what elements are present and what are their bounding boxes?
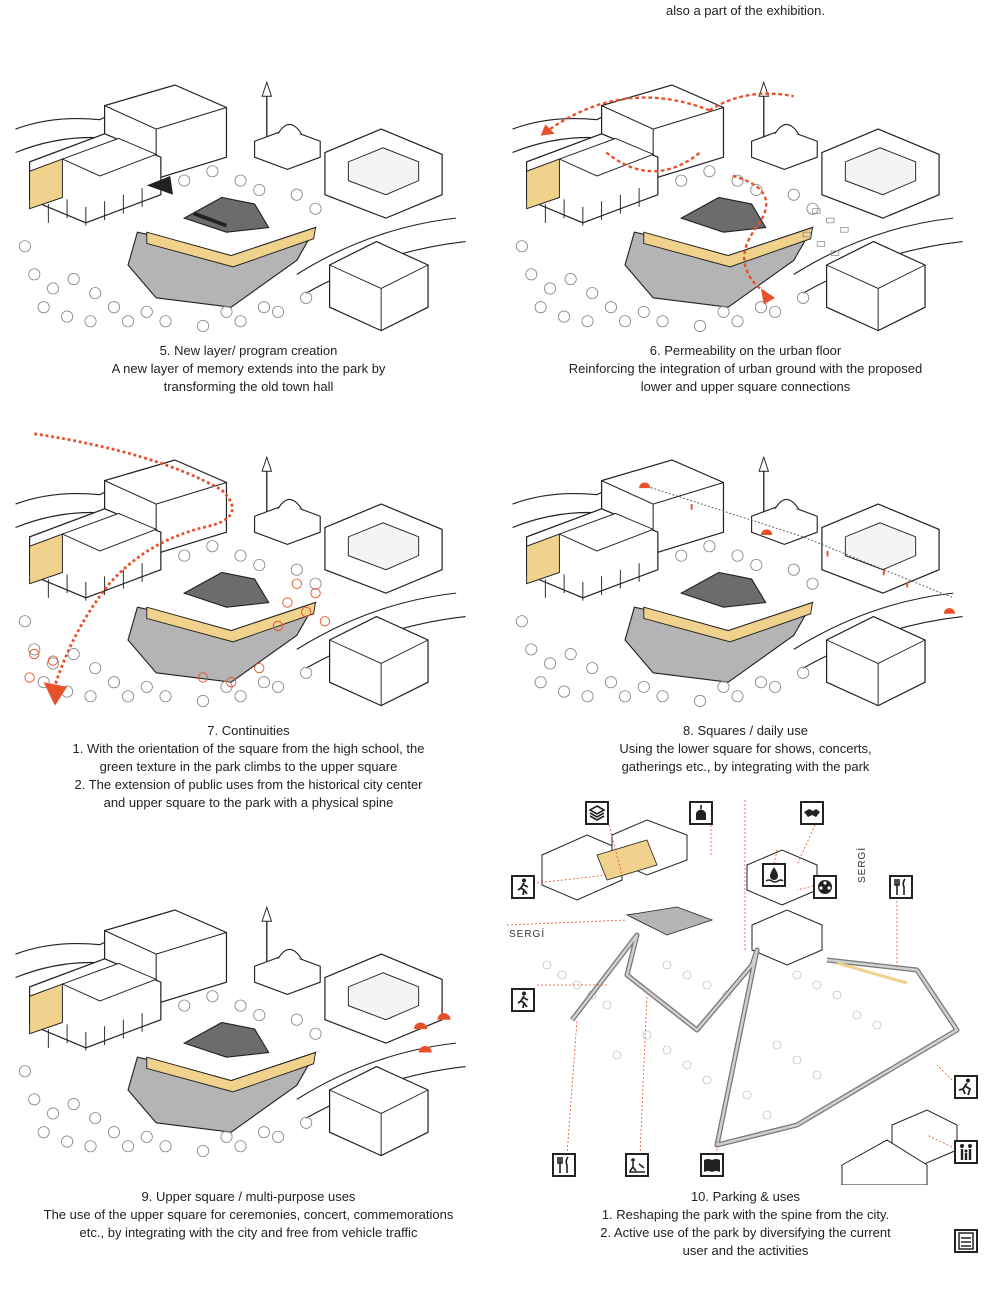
water-icon (762, 863, 786, 887)
panel-5-title: 5. New layer/ program creation (159, 343, 338, 358)
pedestrian-icon (511, 875, 535, 899)
panel-8-diagram (497, 415, 994, 715)
panel-7-line-2: green texture in the park climbs to the … (99, 759, 398, 774)
panel-8-line-2: gatherings etc., by integrating with the… (621, 759, 870, 774)
panel-9-line-2: etc., by integrating with the city and f… (79, 1225, 418, 1240)
panel-10-title: 10. Parking & uses (690, 1189, 801, 1204)
panel-9-title: 9. Upper square / multi-purpose uses (141, 1189, 356, 1204)
panel-6-diagram (497, 40, 994, 340)
panel-6-line-1: Reinforcing the integration of urban gro… (568, 361, 923, 376)
panel-8-title: 8. Squares / daily use (682, 723, 809, 738)
panel-5-line-2: transforming the old town hall (163, 379, 334, 394)
panel-7-diagram (0, 415, 497, 715)
panel-8-caption: 8. Squares / daily use Using the lower s… (497, 722, 994, 776)
panel-10-line-1: 1. Reshaping the park with the spine fro… (601, 1207, 890, 1222)
panel-7-line-3: 2. The extension of public uses from the… (74, 777, 423, 792)
panel-7-caption: 7. Continuities 1. With the orientation … (0, 722, 497, 812)
sergi-label-right: SERGİ (857, 846, 868, 883)
restaurant-icon (889, 875, 913, 899)
panel-5-caption: 5. New layer/ program creation A new lay… (0, 342, 497, 396)
panel-6-line-2: lower and upper square connections (640, 379, 851, 394)
panel-5-line-1: A new layer of memory extends into the p… (111, 361, 386, 376)
film-reel-icon (813, 875, 837, 899)
panel-9-diagram (0, 865, 497, 1165)
panel-10-line-2: 2. Active use of the park by diversifyin… (600, 1225, 891, 1240)
panel-5-diagram (0, 40, 497, 340)
panel-10-line-3: user and the activities (682, 1243, 809, 1258)
panel-7-line-4: and upper square to the park with a phys… (103, 795, 394, 810)
playground-icon (625, 1153, 649, 1177)
family-icon (954, 1140, 978, 1164)
panel-9-caption: 9. Upper square / multi-purpose uses The… (0, 1188, 497, 1242)
mosque-icon (689, 801, 713, 825)
layers-icon (585, 801, 609, 825)
panel-8-line-1: Using the lower square for shows, concer… (619, 741, 872, 756)
panel-10-diagram: SERGİ SERGİ (497, 795, 994, 1185)
panel-6-title: 6. Permeability on the urban floor (649, 343, 842, 358)
panel-7-line-1: 1. With the orientation of the square fr… (72, 741, 425, 756)
panel-10-caption: 10. Parking & uses 1. Reshaping the park… (497, 1188, 994, 1260)
pedestrian-icon-2 (511, 988, 535, 1012)
handshake-icon (800, 801, 824, 825)
restaurant-icon-2 (552, 1153, 576, 1177)
panel-6-caption: 6. Permeability on the urban floor Reinf… (497, 342, 994, 396)
panel-7-title: 7. Continuities (207, 723, 290, 738)
panel-9-line-1: The use of the upper square for ceremoni… (43, 1207, 454, 1222)
book-icon (700, 1153, 724, 1177)
running-icon (954, 1075, 978, 1099)
top-caption-right: also a part of the exhibition. (666, 3, 825, 18)
library-icon (954, 1229, 978, 1253)
sergi-label-left: SERGİ (509, 929, 546, 940)
